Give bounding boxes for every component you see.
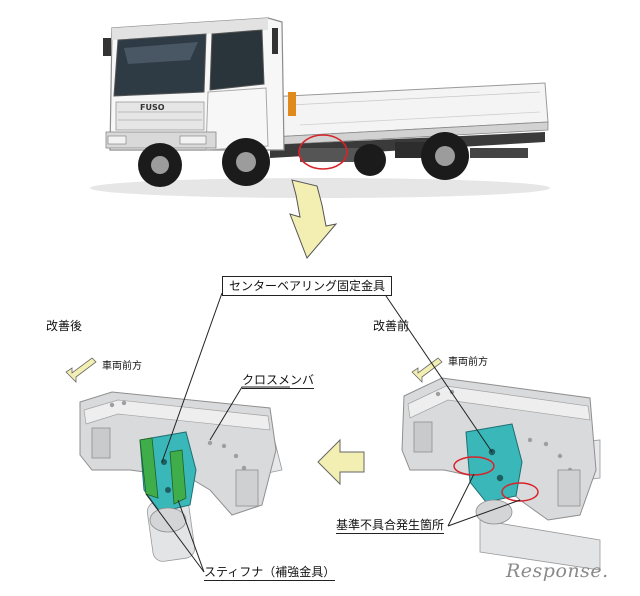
down-arrow bbox=[289, 179, 338, 259]
defect-location-label: 基準不具合発生箇所 bbox=[336, 518, 445, 534]
truck-illustration: FUSO bbox=[90, 17, 550, 198]
vehicle-front-label-right: 車両前方 bbox=[448, 357, 488, 368]
truck-brand-text: FUSO bbox=[140, 103, 165, 112]
center-bearing-bracket-label: センターベアリング固定金具 bbox=[222, 276, 393, 296]
highlight-circle-truck bbox=[298, 134, 348, 170]
vehicle-front-label-left: 車両前方 bbox=[102, 361, 142, 372]
defect-circle-2 bbox=[501, 482, 539, 502]
leader-lines bbox=[145, 292, 521, 573]
vehicle-front-arrow-right bbox=[411, 357, 443, 383]
crossmember-label: クロスメンバ bbox=[242, 373, 315, 389]
stiffener-label: スティフナ（補強金具） bbox=[204, 565, 336, 581]
left-arrow bbox=[317, 438, 365, 486]
after-heading: 改善後 bbox=[46, 319, 83, 333]
crossmember-before-illustration bbox=[401, 377, 601, 571]
vehicle-front-arrow-left bbox=[65, 357, 97, 383]
before-heading: 改善前 bbox=[373, 319, 410, 333]
response-watermark: Response. bbox=[506, 560, 609, 582]
crossmember-after-illustration bbox=[79, 391, 283, 562]
